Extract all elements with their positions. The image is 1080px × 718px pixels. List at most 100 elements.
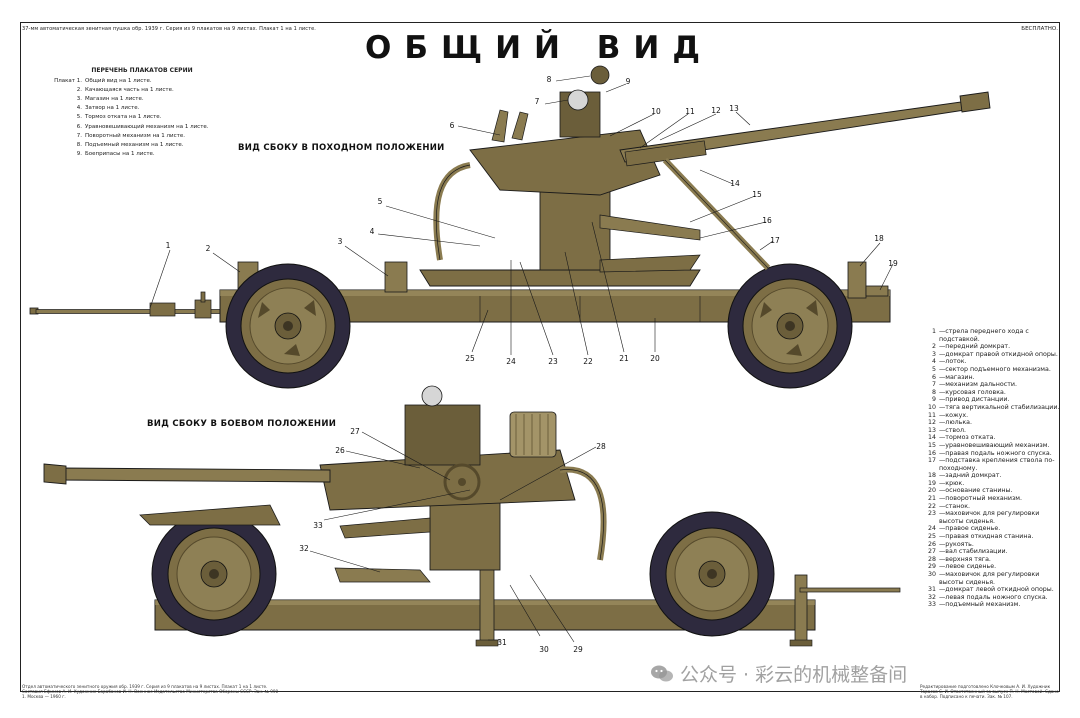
- legend-item: 18—задний домкрат.: [922, 472, 1062, 480]
- series-item-number: 2.: [76, 87, 82, 94]
- footer-imprint-left: Отдел автоматического зенитного оружия о…: [22, 684, 279, 699]
- series-item-title: Затвор на 1 листе.: [85, 105, 140, 112]
- legend-number: 9: [931, 396, 936, 404]
- callout-number: 3: [338, 237, 343, 246]
- legend-item: 13—ствол.: [922, 427, 1062, 435]
- legend-text: —уравновешивающий механизм.: [939, 441, 1050, 449]
- series-item-title: Подъемный механизм на 1 листе.: [85, 141, 184, 148]
- callout-number: 27: [350, 427, 360, 436]
- legend-number: 13: [927, 426, 936, 434]
- combat-view-drawing: [43, 385, 901, 647]
- callout-number: 15: [752, 190, 762, 199]
- callout-number: 30: [539, 645, 549, 654]
- legend-number: 14: [927, 434, 936, 442]
- legend-number: 11: [927, 411, 936, 419]
- legend-text: —домкрат левой откидной опоры.: [939, 586, 1054, 594]
- legend-item: 15—уравновешивающий механизм.: [922, 442, 1062, 450]
- legend-item: 27—вал стабилизации.: [922, 548, 1062, 556]
- callout-number: 26: [335, 446, 345, 455]
- legend-item: 22—станок.: [922, 503, 1062, 511]
- series-item-title: Тормоз отката на 1 листе.: [85, 114, 162, 121]
- callout-number: 21: [619, 354, 629, 363]
- series-item: 3.Магазин на 1 листе.: [42, 95, 242, 104]
- legend-item: 30—маховичок для регулировки высоты сиде…: [922, 571, 1062, 586]
- legend-item: 12—люлька.: [922, 419, 1062, 427]
- series-item: 5.Тормоз отката на 1 листе.: [42, 113, 242, 122]
- legend-text: —передний домкрат.: [939, 343, 1011, 351]
- callout-number: 14: [730, 179, 740, 188]
- legend-item: 17—подставка крепления ствола по-походно…: [922, 457, 1062, 472]
- callout-number: 18: [874, 234, 884, 243]
- legend-number: 15: [927, 441, 936, 449]
- legend-number: 3: [931, 350, 936, 358]
- legend-number: 6: [931, 373, 936, 381]
- legend-text: —ствол.: [939, 426, 967, 434]
- callout-number: 20: [650, 354, 660, 363]
- legend-text: —тормоз отката.: [939, 434, 996, 442]
- legend-text: —правая подаль ножного спуска.: [939, 449, 1052, 457]
- series-item-title: Уравновешивающий механизм на 1 листе.: [85, 123, 209, 130]
- legend-number: 31: [927, 586, 936, 594]
- legend-number: 18: [927, 472, 936, 480]
- legend-text: —сектор подъемного механизма.: [939, 365, 1051, 373]
- callout-number: 33: [313, 521, 323, 530]
- callout-number: 10: [651, 107, 661, 116]
- series-heading: ПЕРЕЧЕНЬ ПЛАКАТОВ СЕРИИ: [91, 67, 193, 74]
- callout-number: 24: [506, 357, 516, 366]
- series-item-number: 9.: [76, 150, 82, 157]
- legend-number: 33: [927, 601, 936, 609]
- legend-item: 29—левое сиденье.: [922, 563, 1062, 571]
- legend-item: 28—верхняя тяга.: [922, 556, 1062, 564]
- series-list: ПЕРЕЧЕНЬ ПЛАКАТОВ СЕРИИ Плакат 1.Общий в…: [42, 66, 242, 159]
- legend-number: 16: [927, 449, 936, 457]
- callout-number: 4: [370, 227, 375, 236]
- legend-number: 5: [931, 365, 936, 373]
- legend-text: —подставка крепления ствола по-походному…: [939, 457, 1055, 472]
- series-item-title: Магазин на 1 листе.: [85, 96, 144, 103]
- legend-number: 22: [927, 502, 936, 510]
- legend-number: 30: [927, 571, 936, 578]
- legend-text: —привод дистанции.: [939, 396, 1010, 404]
- series-item: 2.Качающаяся часть на 1 листе.: [42, 86, 242, 95]
- legend-item: 32—левая подаль ножного спуска.: [922, 594, 1062, 602]
- watermark-text: 公众号 · 彩云的机械整备间: [680, 664, 908, 686]
- callout-number: 31: [497, 638, 507, 647]
- callout-number: 11: [685, 107, 695, 116]
- poster-header-line: 37-мм автоматическая зенитная пушка обр.…: [22, 26, 316, 32]
- march-view-label: ВИД СБОКУ В ПОХОДНОМ ПОЛОЖЕНИИ: [238, 143, 445, 153]
- callout-number: 32: [299, 544, 309, 553]
- series-item-number: 6.: [76, 123, 82, 130]
- legend-number: 17: [927, 457, 936, 465]
- parts-legend: 1—стрела переднего хода с подставкой.2—п…: [922, 328, 1062, 609]
- callout-number: 1: [166, 241, 171, 250]
- callout-number: 7: [535, 97, 540, 106]
- series-item-title: Качающаяся часть на 1 листе.: [85, 87, 174, 94]
- legend-text: —люлька.: [939, 419, 973, 427]
- legend-text: —крюк.: [939, 479, 965, 487]
- legend-item: 19—крюк.: [922, 480, 1062, 488]
- legend-number: 29: [927, 563, 936, 571]
- legend-text: —маховичок для регулировки высоты сидень…: [939, 571, 1040, 586]
- march-rear-wheel: [727, 263, 853, 389]
- callout-number: 6: [450, 121, 455, 130]
- poster-frame: [20, 22, 1060, 692]
- legend-item: 5—сектор подъемного механизма.: [922, 366, 1062, 374]
- legend-item: 7—механизм дальности.: [922, 381, 1062, 389]
- callout-number: 8: [547, 75, 552, 84]
- page-title: ОБЩИЙ ВИД: [365, 30, 713, 66]
- march-view-drawing: [29, 65, 991, 389]
- legend-number: 4: [931, 358, 936, 366]
- legend-number: 7: [931, 381, 936, 389]
- legend-number: 32: [927, 593, 936, 601]
- series-item: 6.Уравновешивающий механизм на 1 листе.: [42, 123, 242, 132]
- callout-number: 23: [548, 357, 558, 366]
- footer-imprint-right: Редактирование подготовлено Клочковым А.…: [920, 684, 1059, 699]
- legend-item: 31—домкрат левой откидной опоры.: [922, 586, 1062, 594]
- legend-text: —задний домкрат.: [939, 472, 1002, 480]
- legend-item: 33—подъемный механизм.: [922, 601, 1062, 609]
- legend-number: 20: [927, 487, 936, 495]
- wechat-icon: [651, 665, 673, 681]
- legend-text: —рукоять.: [939, 540, 974, 548]
- legend-item: 8—курсовая головка.: [922, 389, 1062, 397]
- legend-number: 24: [927, 525, 936, 533]
